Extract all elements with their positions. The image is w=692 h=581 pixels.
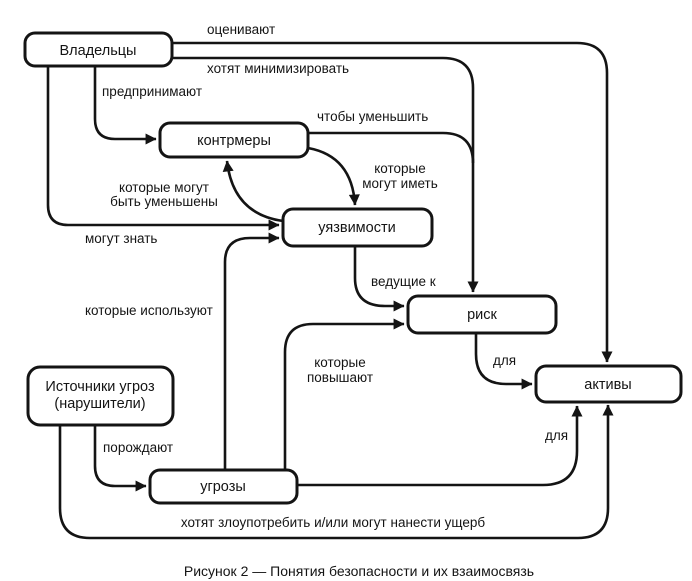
edge-threat-sources-assets-label: хотят злоупотребить и/или могут нанести …: [181, 515, 485, 530]
edge-owners-risk-label: хотят минимизировать: [207, 61, 349, 76]
node-risk-box: [406, 294, 558, 335]
node-threat-sources-box: [26, 365, 175, 427]
edge-countermeasures-vulnerabilities-label-line1: которые: [374, 161, 426, 176]
node-vulnerabilities: уязвимости: [281, 207, 434, 248]
edge-threat-sources-assets: [58, 404, 614, 540]
edge-threats-assets: [297, 405, 583, 487]
edge-risk-assets: [474, 333, 533, 390]
node-risk: риск: [406, 294, 558, 335]
edge-threat-sources-threats-label: порождают: [103, 440, 173, 455]
node-threat-sources-label-line1: Источники угроз: [45, 379, 155, 395]
edge-vulnerabilities-countermeasures-label-line2: быть уменьшены: [110, 194, 218, 209]
node-risk-label: риск: [467, 307, 497, 323]
node-assets-box: [534, 364, 683, 404]
node-threats-box: [148, 468, 299, 505]
edge-threats-vulnerabilities-label: которые используют: [85, 303, 213, 318]
edge-threats-risk-label-line1: которые: [314, 355, 366, 370]
edge-countermeasures-risk: [308, 131, 475, 164]
node-vulnerabilities-label: уязвимости: [318, 220, 395, 236]
node-assets-label: активы: [584, 377, 631, 393]
edge-vulnerabilities-countermeasures-label-line1: которые могут: [119, 180, 209, 195]
edge-owners-assets: [172, 41, 613, 363]
edge-threats-risk: [283, 318, 405, 470]
node-threats-label: угрозы: [200, 479, 246, 495]
edge-countermeasures-vulnerabilities: [307, 146, 360, 206]
edge-owners-vulnerabilities: [46, 66, 280, 231]
edge-risk-assets-label: для: [493, 353, 516, 368]
edge-threats-vulnerabilities: [223, 232, 280, 470]
node-owners-label: Владельцы: [60, 43, 137, 59]
edge-owners-vulnerabilities-label: могут знать: [85, 231, 157, 246]
node-countermeasures: контрмеры: [158, 121, 310, 159]
edge-labels: оценивают хотят минимизировать предприни…: [85, 22, 568, 530]
node-owners: Владельцы: [23, 31, 174, 68]
edge-countermeasures-risk-label: чтобы уменьшить: [317, 109, 428, 124]
node-threat-sources-label-line2: (нарушители): [54, 396, 145, 412]
edge-threats-risk-label-line2: повышают: [307, 370, 373, 385]
edge-vulnerabilities-risk: [353, 246, 405, 312]
node-threat-sources: Источники угроз (нарушители): [26, 365, 175, 427]
node-countermeasures-label: контрмеры: [197, 133, 271, 149]
edge-countermeasures-vulnerabilities-label-line2: могут иметь: [362, 176, 438, 191]
edge-owners-countermeasures: [93, 66, 157, 145]
node-vulnerabilities-box: [281, 207, 434, 248]
node-countermeasures-box: [158, 121, 310, 159]
edge-owners-assets-label: оценивают: [207, 22, 275, 37]
edge-vulnerabilities-risk-label: ведущие к: [371, 274, 436, 289]
edges: [46, 41, 614, 540]
edge-vulnerabilities-countermeasures: [222, 160, 284, 223]
figure-caption: Рисунок 2 — Понятия безопасности и их вз…: [184, 563, 534, 579]
edge-threat-sources-threats: [93, 425, 147, 492]
node-owners-box: [23, 31, 174, 68]
edge-owners-risk: [172, 56, 479, 293]
edge-owners-countermeasures-label: предпринимают: [102, 84, 202, 99]
node-assets: активы: [534, 364, 683, 404]
node-threats: угрозы: [148, 468, 299, 505]
nodes: Владельцы контрмеры уязвимости риск Исто…: [23, 31, 683, 505]
edge-threats-assets-label: для: [545, 428, 568, 443]
